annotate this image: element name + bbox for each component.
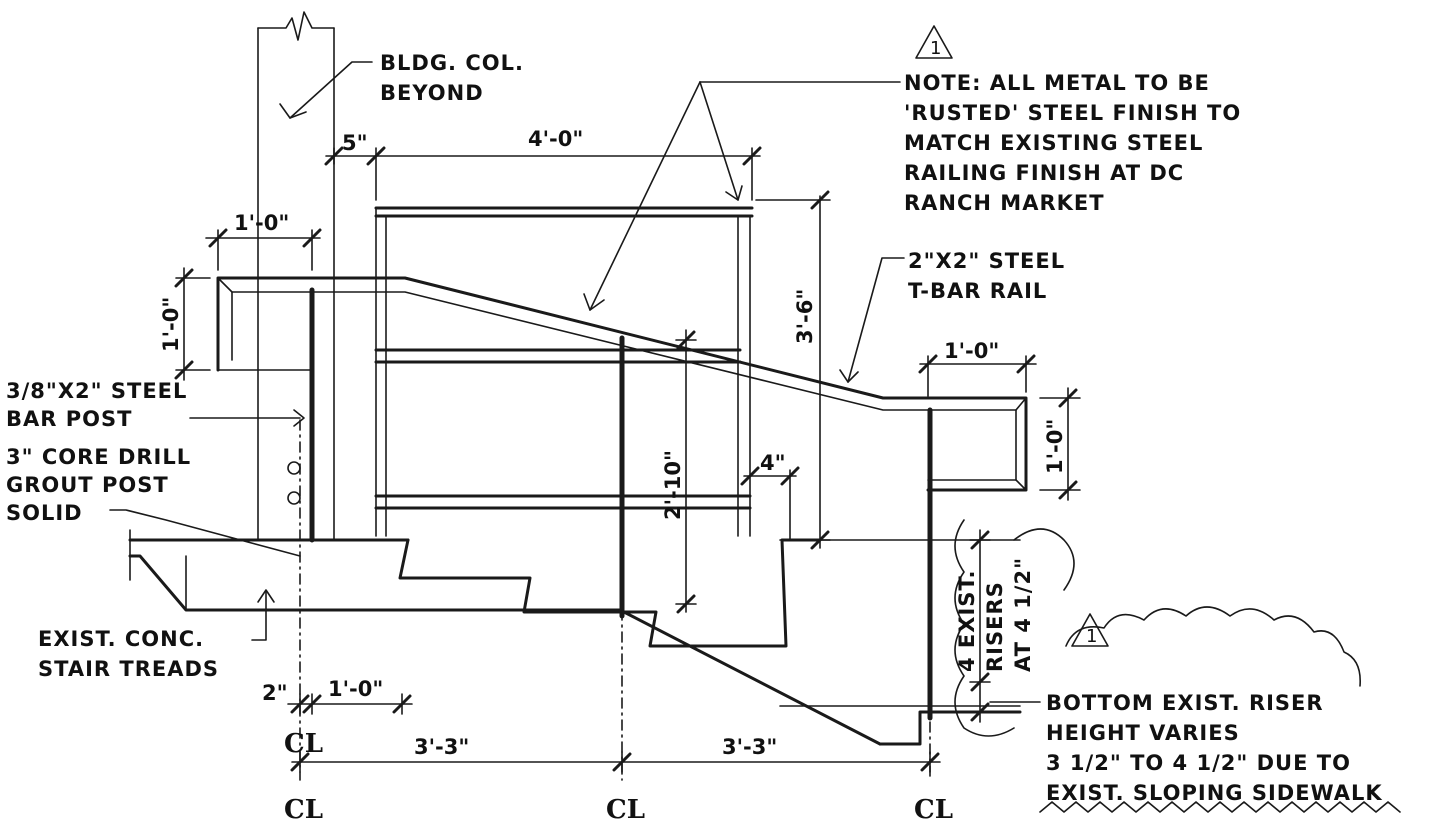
note-text: MATCH EXISTING STEEL [904, 131, 1203, 155]
note-text: BLDG. COL. [380, 51, 524, 75]
note-text: 3 1/2" TO 4 1/2" DUE TO [1046, 751, 1351, 775]
revision-clouds [954, 519, 1401, 813]
note-text: EXIST. CONC. [38, 627, 204, 651]
note-text: RAILING FINISH AT DC [904, 161, 1184, 185]
note-text: 4 EXIST. [955, 569, 979, 672]
dim-label-3-3-right: 3'-3" [722, 735, 777, 759]
tbar-rail [216, 276, 1028, 492]
note-existing-risers: 4 EXIST. RISERS AT 4 1/2" [955, 557, 1035, 672]
dim-label-4in: 4" [760, 451, 786, 475]
guard-frame [374, 206, 754, 537]
note-text: 'RUSTED' STEEL FINISH TO [904, 101, 1241, 125]
note-text: RISERS [983, 581, 1007, 672]
note-text: GROUT POST [6, 473, 169, 497]
note-bottom-riser: BOTTOM EXIST. RISER HEIGHT VARIES 3 1/2"… [1046, 691, 1383, 805]
dimension-labels: 5" 4'-0" 1'-0" 1'-0" 3'-6" 1'-0" 1'-0" 2… [159, 127, 1067, 759]
note-text: HEIGHT VARIES [1046, 721, 1240, 745]
building-column [257, 11, 335, 541]
dim-label-2-10: 2'-10" [661, 450, 685, 520]
note-text: BOTTOM EXIST. RISER [1046, 691, 1324, 715]
note-bar-post: 3/8"X2" STEEL BAR POST [6, 379, 187, 431]
note-core-drill: 3" CORE DRILL GROUT POST SOLID [6, 445, 191, 525]
dim-label-1-0-right-vertical: 1'-0" [1043, 419, 1067, 474]
bar-posts [309, 287, 933, 721]
note-text: BAR POST [6, 407, 132, 431]
note-text: 2"X2" STEEL [908, 249, 1065, 273]
note-concrete-treads: EXIST. CONC. STAIR TREADS [38, 627, 219, 681]
note-text: STAIR TREADS [38, 657, 219, 681]
centerline-symbol: CL [606, 795, 645, 825]
dim-label-5in: 5" [342, 131, 368, 155]
concrete-stairs [128, 529, 1022, 746]
revision-number-bottom: 1 [1086, 626, 1097, 647]
centerline-symbol: CL [284, 729, 323, 759]
revision-triangle-bottom: 1 [1071, 613, 1109, 647]
note-text: BEYOND [380, 81, 484, 105]
dim-label-1-0-top-left: 1'-0" [234, 211, 289, 235]
dim-label-2in: 2" [262, 681, 288, 705]
note-text: EXIST. SLOPING SIDEWALK [1046, 781, 1383, 805]
center-lines [287, 419, 931, 781]
note-text: SOLID [6, 501, 83, 525]
note-text: RANCH MARKET [904, 191, 1105, 215]
note-text: AT 4 1/2" [1011, 557, 1035, 672]
centerline-symbols: CL CL CL CL [284, 729, 953, 825]
centerline-symbol: CL [914, 795, 953, 825]
dim-label-3-6: 3'-6" [793, 289, 817, 344]
dim-label-1-0-bottom: 1'-0" [328, 677, 383, 701]
note-tbar-rail: 2"X2" STEEL T-BAR RAIL [908, 249, 1065, 303]
dimension-lines [174, 146, 1081, 773]
note-text: T-BAR RAIL [908, 279, 1047, 303]
note-text: NOTE: ALL METAL TO BE [904, 71, 1210, 95]
revision-number-top: 1 [930, 38, 941, 59]
note-building-column: BLDG. COL. BEYOND [380, 51, 524, 105]
dim-label-1-0-right: 1'-0" [944, 339, 999, 363]
revision-triangle-top: 1 [915, 25, 953, 59]
note-text: 3/8"X2" STEEL [6, 379, 187, 403]
centerline-symbol: CL [284, 795, 323, 825]
dim-label-3-3-left: 3'-3" [414, 735, 469, 759]
note-text: 3" CORE DRILL [6, 445, 191, 469]
leader-lines [109, 61, 1041, 703]
note-metal-finish: NOTE: ALL METAL TO BE 'RUSTED' STEEL FIN… [904, 71, 1241, 215]
dim-label-1-0-left-vertical: 1'-0" [159, 297, 183, 352]
dim-label-4-0: 4'-0" [528, 127, 583, 151]
